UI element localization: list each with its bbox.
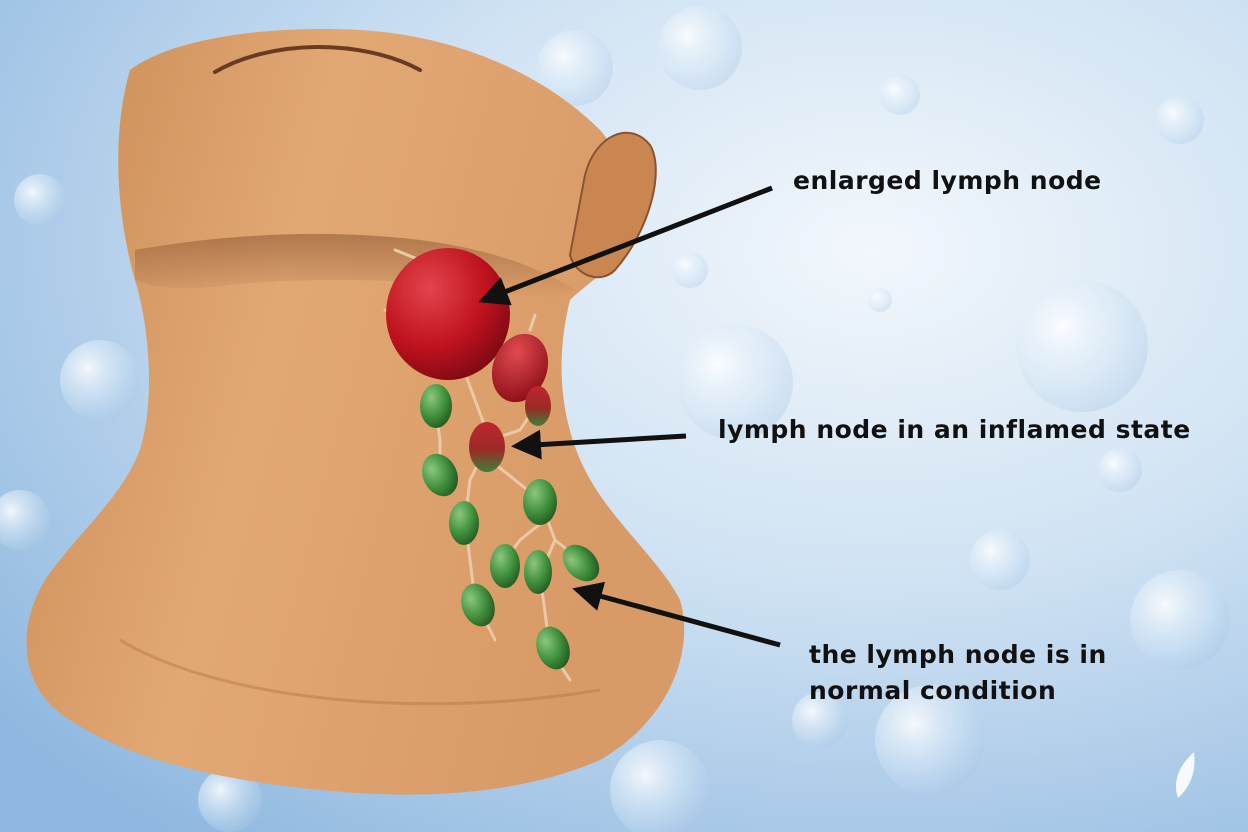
enlarged-lymph-node xyxy=(386,248,510,380)
label-enlarged-lymph-node: enlarged lymph node xyxy=(793,166,1102,195)
normal-node xyxy=(490,544,520,588)
normal-node xyxy=(536,626,570,670)
arrow-inflamed xyxy=(511,429,687,460)
leaf-watermark-icon xyxy=(1175,752,1195,798)
label-normal-line-1: the lymph node is in xyxy=(809,640,1107,669)
background-bubbles xyxy=(0,6,1230,832)
normal-node xyxy=(524,550,552,594)
normal-node xyxy=(461,583,495,627)
normal-node xyxy=(422,453,458,497)
normal-node xyxy=(523,479,557,525)
normal-lymph-nodes xyxy=(420,384,600,670)
label-inflamed-lymph-node: lymph node in an inflamed state xyxy=(718,415,1191,444)
inflamed-node-small xyxy=(525,386,551,426)
arrow-normal xyxy=(572,581,781,648)
mouth xyxy=(213,45,422,74)
normal-node xyxy=(562,544,600,582)
label-normal-line-2: normal condition xyxy=(809,676,1057,705)
inflamed-lymph-node xyxy=(469,422,505,472)
arrow-enlarged xyxy=(478,185,773,306)
normal-node xyxy=(449,501,479,545)
neck-shape xyxy=(26,29,685,795)
normal-node xyxy=(420,384,452,428)
collar-line xyxy=(119,638,601,706)
inflamed-node-upper xyxy=(491,333,549,403)
label-normal-lymph-node: the lymph node is in normal condition xyxy=(809,637,1107,709)
